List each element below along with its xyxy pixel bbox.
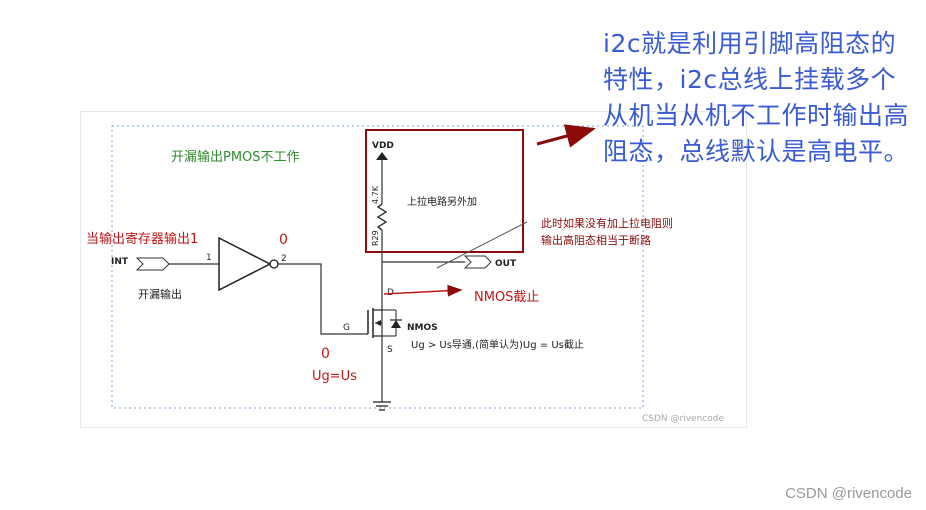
nmos-label: NMOS [407,323,438,333]
vdd-symbol [376,152,388,160]
resistor-ref-label: R29 [371,230,380,246]
ug-equals-us-label: Ug=Us [312,369,357,384]
selection-frame [111,125,644,409]
open-drain-output-label: 开漏输出 [138,287,182,301]
page-watermark: CSDN @rivencode [785,485,912,502]
pmos-off-title: 开漏输出PMOS不工作 [171,149,300,165]
pullup-external-label: 上拉电路另外加 [407,195,477,208]
resistor-r29 [376,203,388,231]
conduction-rule-label: Ug > Us导通,(简单认为)Ug = Us截止 [411,338,584,351]
callout-arrow [536,124,596,148]
pullup-box [365,129,524,253]
note-pointer-line [436,221,528,269]
circuit-diagram-panel: 开漏输出PMOS不工作 当输出寄存器输出1 INT 1 2 0 开漏输出 G V… [81,112,746,427]
inner-watermark: CSDN @rivencode [642,414,724,424]
i2c-callout-text: i2c就是利用引脚高阻态的特性，i2c总线上挂载多个从机当从机不工作时输出高阻态… [603,29,910,166]
pin1-label: 1 [206,253,212,263]
int-port-symbol [135,257,170,271]
pin2-label: 2 [281,254,287,264]
gate-label: G [343,323,350,333]
source-label: S [387,345,393,355]
inverter-symbol [218,236,272,292]
body-diode-symbol [391,320,401,328]
out-port-symbol [463,255,492,269]
out-label: OUT [495,259,517,269]
nmos-cutoff-label: NMOS截止 [474,290,539,305]
no-pullup-note-line1: 此时如果没有加上拉电阻则 [541,216,673,230]
int-label: INT [111,257,129,267]
nmos-cutoff-arrow [383,284,463,297]
inverter-output-zero: 0 [279,232,288,248]
gate-wire [278,263,368,335]
resistor-value-label: 4.7K [371,185,380,204]
gate-zero-label: 0 [321,346,330,362]
no-pullup-note-line2: 输出高阻态相当于断路 [541,233,651,247]
output-register-label: 当输出寄存器输出1 [86,231,198,247]
circuit-diagram: 开漏输出PMOS不工作 当输出寄存器输出1 INT 1 2 0 开漏输出 G V… [86,124,724,424]
vdd-label: VDD [372,141,394,151]
inverter-bubble [269,259,279,269]
